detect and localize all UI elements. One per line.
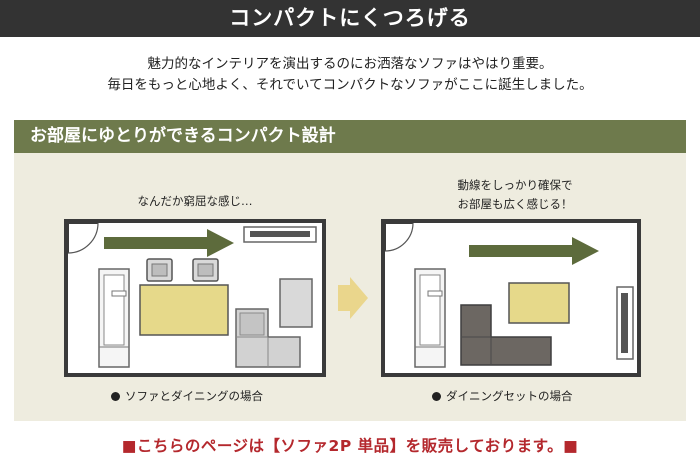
- bullet-dot-icon: [111, 392, 120, 401]
- right-room-caption-line-2: お部屋も広く感じる！: [457, 197, 573, 211]
- left-chair-2: [192, 258, 219, 282]
- intro-text: 魅力的なインテリアを演出するのにお洒落なソファはやはり重要。 毎日をもっと心地よ…: [0, 54, 700, 96]
- right-door-icon: [384, 222, 414, 252]
- left-dining-table: [139, 284, 229, 336]
- intro-line-2: 毎日をもっと心地よく、それでいてコンパクトなソファがここに誕生しました。: [107, 77, 593, 93]
- right-room-label: ダイニングセットの場合: [432, 388, 573, 404]
- footer-note: ■こちらのページは【ソファ2P 単品】を販売しております。■: [0, 434, 700, 456]
- left-chair-1: [146, 258, 173, 282]
- right-room-label-text: ダイニングセットの場合: [446, 389, 573, 403]
- left-l-sofa: [235, 308, 301, 368]
- left-cabinet: [98, 268, 130, 368]
- left-room-label: ソファとダイニングの場合: [111, 388, 263, 404]
- left-tv-stand: [243, 226, 317, 243]
- left-ottoman: [279, 278, 313, 328]
- section-title: お部屋にゆとりができるコンパクト設計: [30, 126, 336, 146]
- banner-title: コンパクトにくつろげる: [229, 6, 471, 30]
- left-room-label-text: ソファとダイニングの場合: [125, 389, 263, 403]
- top-banner: コンパクトにくつろげる: [0, 0, 700, 37]
- left-flow-arrow-icon: [104, 229, 234, 257]
- right-dining-bench-set: [460, 304, 552, 366]
- right-room-caption-line-1: 動線をしっかり確保で: [457, 178, 573, 192]
- left-room-caption: なんだか窮屈な感じ…: [110, 192, 280, 211]
- right-dining-table: [508, 282, 570, 324]
- left-room-plan: [64, 219, 326, 377]
- intro-line-1: 魅力的なインテリアを演出するのにお洒落なソファはやはり重要。: [147, 56, 553, 72]
- right-room-plan: [381, 219, 641, 377]
- transition-arrow-icon: [338, 277, 368, 319]
- bullet-dot-icon: [432, 392, 441, 401]
- right-cabinet: [414, 268, 446, 368]
- right-room-caption: 動線をしっかり確保で お部屋も広く感じる！: [425, 176, 605, 214]
- right-tv-stand: [616, 286, 634, 360]
- left-door-icon: [67, 222, 99, 254]
- section-title-bar: お部屋にゆとりができるコンパクト設計: [14, 120, 686, 153]
- left-room-caption-text: なんだか窮屈な感じ…: [137, 194, 253, 208]
- right-flow-arrow-icon: [469, 237, 599, 265]
- footer-note-text: ■こちらのページは【ソファ2P 単品】を販売しております。■: [121, 437, 579, 455]
